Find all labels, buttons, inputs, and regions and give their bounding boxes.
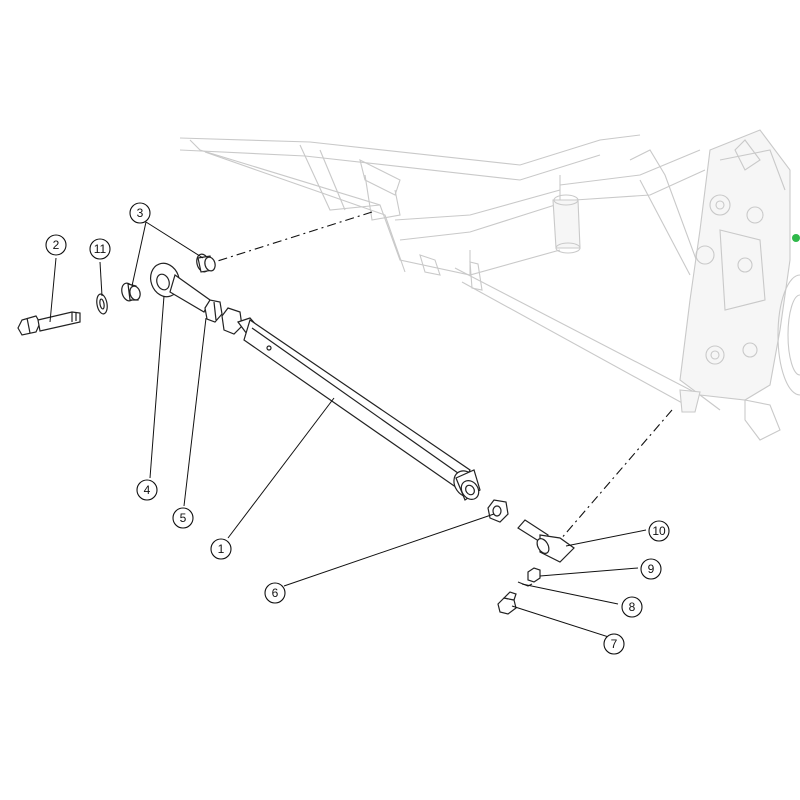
part-spacer-left <box>121 282 141 302</box>
part-small-bolt <box>497 591 517 615</box>
callout-circle <box>45 234 67 256</box>
callout-circle <box>89 238 111 260</box>
part-tapered-stud <box>517 519 575 563</box>
part-spacer-right <box>196 253 216 273</box>
callout-circle <box>172 507 194 529</box>
callout-4: 4 <box>136 479 158 501</box>
callout-number: 11 <box>94 242 107 256</box>
callout-circle <box>210 538 232 560</box>
callout-group: 1 2 3 4 5 6 7 8 9 10 11 <box>45 202 670 655</box>
part-washer <box>96 293 108 315</box>
background-frame <box>179 129 800 441</box>
callout-circle <box>621 596 643 618</box>
callout-circle <box>640 558 662 580</box>
green-indicator-mark <box>792 234 800 242</box>
callout-circle <box>264 582 286 604</box>
part-tie-rod-tube <box>221 307 481 501</box>
callout-9: 9 <box>640 558 662 580</box>
callout-number: 4 <box>144 483 151 497</box>
callout-number: 1 <box>218 542 225 556</box>
assembly-axis-upper <box>204 211 373 266</box>
leader-lines <box>49 221 647 641</box>
callout-number: 8 <box>629 600 636 614</box>
part-bolt <box>17 311 81 336</box>
part-jam-nut <box>204 299 223 323</box>
callout-11: 11 <box>89 238 111 260</box>
callout-circle <box>603 633 625 655</box>
callout-number: 7 <box>611 637 618 651</box>
callout-1: 1 <box>210 538 232 560</box>
callout-number: 9 <box>648 562 655 576</box>
callout-3: 3 <box>129 202 151 224</box>
callout-6: 6 <box>264 582 286 604</box>
callout-number: 2 <box>53 238 60 252</box>
part-nut <box>487 499 509 523</box>
callout-number: 3 <box>137 206 144 220</box>
assembly-axis-lower <box>559 409 673 541</box>
callout-number: 10 <box>652 524 666 538</box>
callout-10: 10 <box>648 520 670 542</box>
callout-7: 7 <box>603 633 625 655</box>
callout-number: 6 <box>272 586 279 600</box>
part-small-nut <box>527 567 541 583</box>
callout-8: 8 <box>621 596 643 618</box>
callout-circle <box>136 479 158 501</box>
part-cotter-pin <box>517 581 533 587</box>
callout-2: 2 <box>45 234 67 256</box>
callout-number: 5 <box>180 511 187 525</box>
callout-circle <box>129 202 151 224</box>
part-rod-end <box>150 262 211 313</box>
callout-5: 5 <box>172 507 194 529</box>
callout-circle <box>648 520 670 542</box>
